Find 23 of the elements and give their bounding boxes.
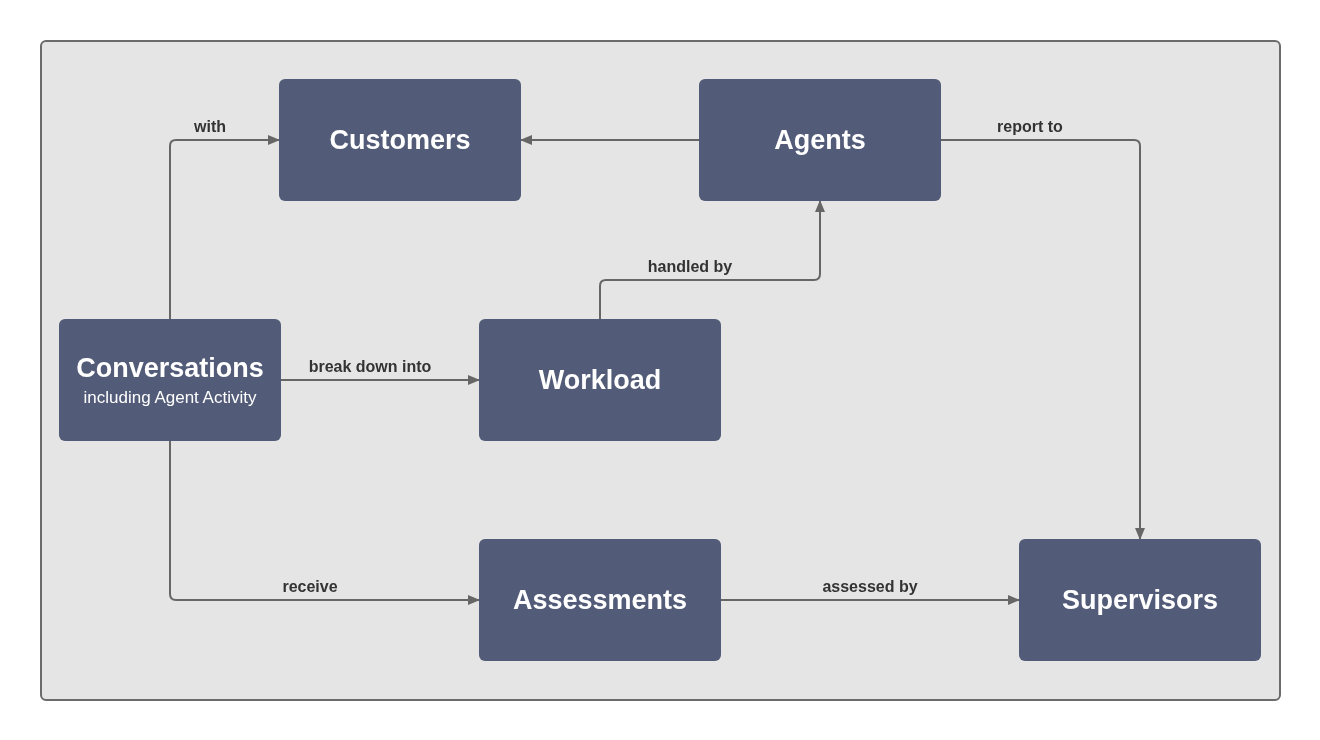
node-title: Conversations [76, 352, 264, 384]
arrow [720, 595, 1020, 605]
arrow [280, 375, 480, 385]
arrow [520, 135, 700, 145]
edge-label: report to [995, 118, 1065, 136]
arrow [599, 200, 825, 320]
process-box [59, 319, 281, 441]
node-title: Supervisors [1061, 584, 1219, 616]
node-title: Assessments [512, 584, 688, 616]
process-box [279, 79, 521, 201]
process-box [479, 539, 721, 661]
process-box [699, 79, 941, 201]
arrow [169, 440, 480, 605]
edge-label: handled by [645, 258, 735, 276]
node-title: Customers [329, 124, 471, 156]
arrow [940, 139, 1145, 540]
edge-label: assessed by [820, 578, 920, 596]
process-box [479, 319, 721, 441]
node-title: Agents [774, 124, 866, 156]
node-subtitle: including Agent Activity [83, 387, 257, 408]
arrow [169, 135, 280, 320]
process-box [1019, 539, 1261, 661]
node-title: Workload [538, 364, 662, 396]
